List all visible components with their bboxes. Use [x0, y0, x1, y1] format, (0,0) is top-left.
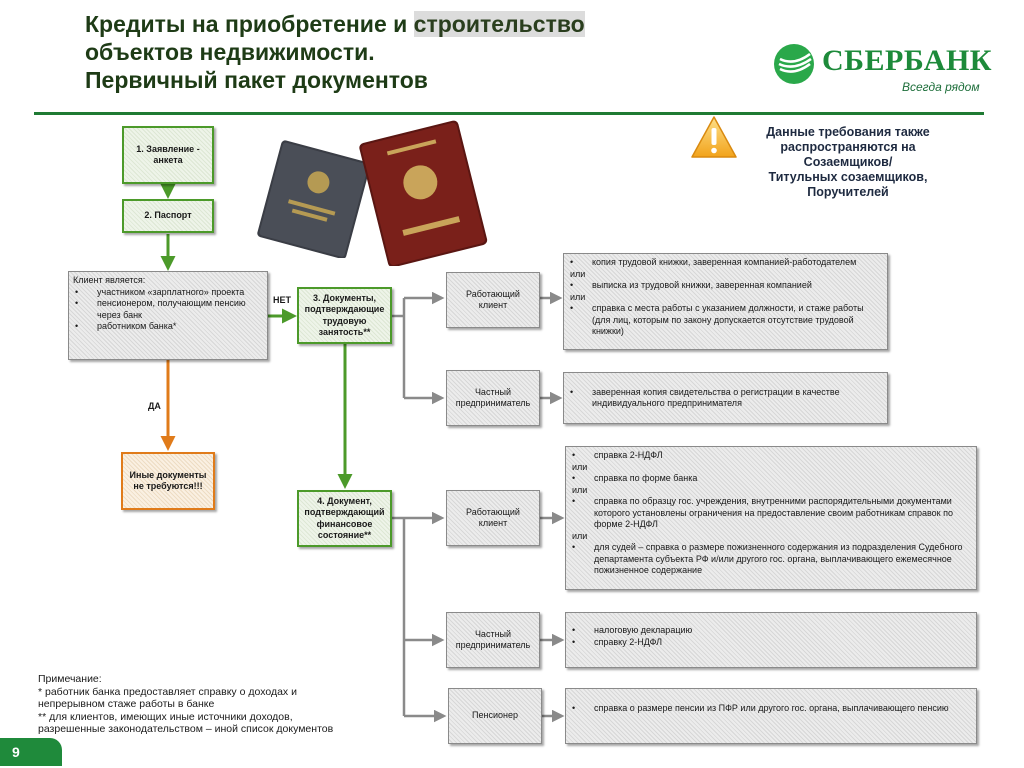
- sberbank-logo: СБЕРБАНК Всегда рядом: [772, 40, 992, 98]
- doc-item: для судей – справка о размере пожизненно…: [594, 542, 963, 575]
- step4-line: 4. Документ,: [317, 495, 372, 506]
- note-line: ** для клиентов, имеющих иные источники …: [38, 710, 293, 723]
- step4-line: финансовое: [316, 518, 373, 529]
- doc-item: справка по форме банка: [594, 473, 698, 483]
- step1-application-box: 1. Заявление -анкета: [122, 126, 214, 184]
- sberbank-logo-icon: [774, 44, 814, 84]
- doc-item: справка с места работы с указанием должн…: [592, 303, 864, 336]
- footnote: Примечание: * работник банка предоставля…: [38, 673, 378, 736]
- entrepreneur-line: Частный: [474, 386, 512, 397]
- step3-line: 3. Документы,: [312, 292, 377, 303]
- step4-financial-box: 4. Документ, подтверждающий финансовое с…: [297, 490, 392, 547]
- page-number: 9: [0, 738, 62, 766]
- financial-employee-docs: •справка 2-НДФЛ или •справка по форме ба…: [565, 446, 977, 590]
- warning-line: Поручителей: [807, 185, 889, 199]
- or-label: или: [572, 530, 588, 541]
- note-line: разрешенные законодательством – иной спи…: [38, 723, 334, 735]
- step3-employment-box: 3. Документы, подтверждающие трудовую за…: [297, 287, 392, 344]
- employment-employee-docs: •копия трудовой книжки, заверенная компа…: [563, 253, 888, 350]
- or-label: или: [572, 461, 588, 472]
- employee-line: клиент: [478, 518, 508, 528]
- yes-label: ДА: [148, 401, 161, 411]
- employee-line: Работающий: [466, 506, 520, 517]
- financial-pensioner-box: Пенсионер: [448, 688, 542, 744]
- note-line: непрерывном стаже работы в банке: [38, 698, 215, 710]
- doc-item: справка о размере пенсии из ПФР или друг…: [594, 703, 949, 713]
- title-divider: [34, 112, 984, 115]
- or-label: или: [570, 268, 586, 279]
- employment-book-image: [257, 140, 371, 258]
- entrepreneur-line: предприниматель: [455, 398, 531, 408]
- step3-line: подтверждающие: [304, 304, 385, 314]
- logo-wordmark: СБЕРБАНК: [822, 44, 993, 77]
- warning-icon: [691, 116, 737, 158]
- client-status-box: Клиент является: •участником «зарплатног…: [68, 271, 268, 360]
- passport-image: [359, 120, 488, 266]
- or-label: или: [570, 291, 586, 302]
- step2-passport-box: 2. Паспорт: [122, 199, 214, 233]
- doc-item: выписка из трудовой книжки, заверенная к…: [592, 280, 812, 290]
- no-label: НЕТ: [273, 295, 291, 305]
- title-line2: объектов недвижимости.: [85, 39, 375, 65]
- title-line1-a: Кредиты на приобретение и: [85, 11, 414, 37]
- client-item: участником «зарплатного» проекта: [97, 286, 245, 297]
- doc-item: заверенная копия свидетельства о регистр…: [592, 386, 840, 409]
- title-line3: Первичный пакет документов: [85, 67, 428, 93]
- note-line: * работник банка предоставляет справку о…: [38, 685, 297, 698]
- step4-line: состояние**: [317, 530, 372, 540]
- warning-line: Данные требования также: [766, 125, 930, 139]
- step3-line: трудовую: [322, 315, 367, 326]
- client-item: пенсионером, получающим пенсию через бан…: [97, 298, 246, 320]
- warning-text: Данные требования также распространяются…: [740, 125, 956, 200]
- warning-line: Титульных созаемщиков,: [768, 170, 928, 184]
- step1-line: 1. Заявление -: [136, 143, 200, 154]
- doc-item: справку 2-НДФЛ: [594, 636, 663, 647]
- warning-line: Созаемщиков/: [803, 155, 893, 169]
- doc-item: справка по образцу гос. учреждения, внут…: [594, 496, 953, 529]
- other-docs-line: не требуются!!!: [133, 481, 203, 491]
- client-item: работником банка*: [97, 321, 177, 331]
- or-label: или: [572, 484, 588, 495]
- page-title: Кредиты на приобретение и строительство …: [85, 10, 725, 94]
- title-line1-highlight: строительство: [413, 11, 585, 37]
- other-docs-line: Иные документы: [129, 469, 207, 480]
- step3-line: занятость**: [318, 327, 371, 337]
- employee-line: клиент: [478, 300, 508, 310]
- note-line: Примечание:: [38, 673, 102, 685]
- step1-line: анкета: [153, 155, 183, 165]
- warning-line: распространяются на: [780, 140, 916, 154]
- client-heading: Клиент является:: [73, 275, 146, 285]
- employment-entrepreneur-docs: •заверенная копия свидетельства о регист…: [563, 372, 888, 424]
- doc-item: копия трудовой книжки, заверенная компан…: [592, 257, 857, 267]
- doc-item: справка 2-НДФЛ: [594, 450, 663, 460]
- step4-line: подтверждающий: [304, 507, 385, 517]
- financial-pensioner-docs: •справка о размере пенсии из ПФР или дру…: [565, 688, 977, 744]
- doc-item: налоговую декларацию: [594, 625, 693, 635]
- financial-entrepreneur-docs: •налоговую декларацию •справку 2-НДФЛ: [565, 612, 977, 668]
- entrepreneur-line: предприниматель: [455, 640, 531, 650]
- employee-line: Работающий: [466, 288, 520, 299]
- logo-tagline: Всегда рядом: [902, 80, 980, 94]
- entrepreneur-line: Частный: [474, 628, 512, 639]
